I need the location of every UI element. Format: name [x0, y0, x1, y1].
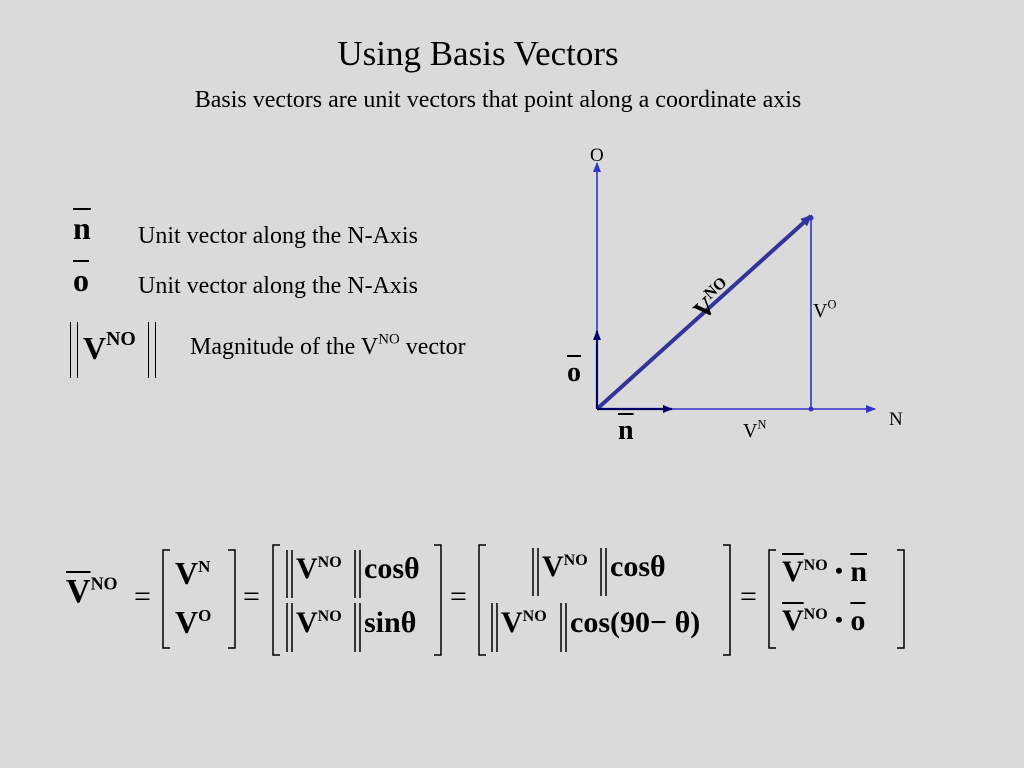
o-axis-label: O	[590, 145, 604, 166]
m3-r1-v: VNO	[542, 550, 588, 583]
slide-subtitle: Basis vectors are unit vectors that poin…	[194, 87, 802, 113]
m1-r1: VN	[175, 555, 211, 591]
vo-label: VO	[813, 297, 837, 322]
m2-r1-v: VNO	[296, 552, 342, 585]
n-unit-label: n	[618, 415, 634, 446]
eq-lhs: VNO	[66, 573, 118, 610]
eq-sign-4: =	[740, 580, 757, 613]
eq-sign-3: =	[450, 580, 467, 613]
vo-endpoint-dot	[808, 406, 814, 412]
slide-title: Using Basis Vectors	[337, 34, 619, 73]
o-unit-symbol: o	[73, 262, 89, 298]
m4-r1: VNO • n	[782, 555, 868, 588]
eq-sign-1: =	[134, 580, 151, 613]
m3-r2-fn: cos(90− θ)	[570, 606, 701, 639]
eq-sign-2: =	[243, 580, 260, 613]
n-unit-symbol: n	[73, 210, 91, 246]
m1-r2: VO	[175, 604, 212, 640]
m4-r2: VNO • o	[782, 604, 866, 637]
m3-r1-fn: cosθ	[610, 550, 666, 583]
magnitude-symbol: VNO	[70, 322, 160, 378]
m2-r2-fn: sinθ	[364, 606, 417, 639]
n-axis-label: N	[889, 409, 903, 430]
vn-label: VN	[743, 417, 767, 442]
m2-r2-v: VNO	[296, 606, 342, 639]
vno-vector	[595, 214, 813, 411]
m3-r2-v: VNO	[501, 606, 547, 639]
n-unit-description: Unit vector along the N-Axis	[138, 223, 418, 249]
m2-r1-fn: cosθ	[364, 552, 420, 585]
o-unit-label: o	[567, 357, 581, 388]
magnitude-description: Magnitude of the VNO vector	[190, 331, 466, 360]
o-unit-description: Unit vector along the N-Axis	[138, 273, 418, 299]
